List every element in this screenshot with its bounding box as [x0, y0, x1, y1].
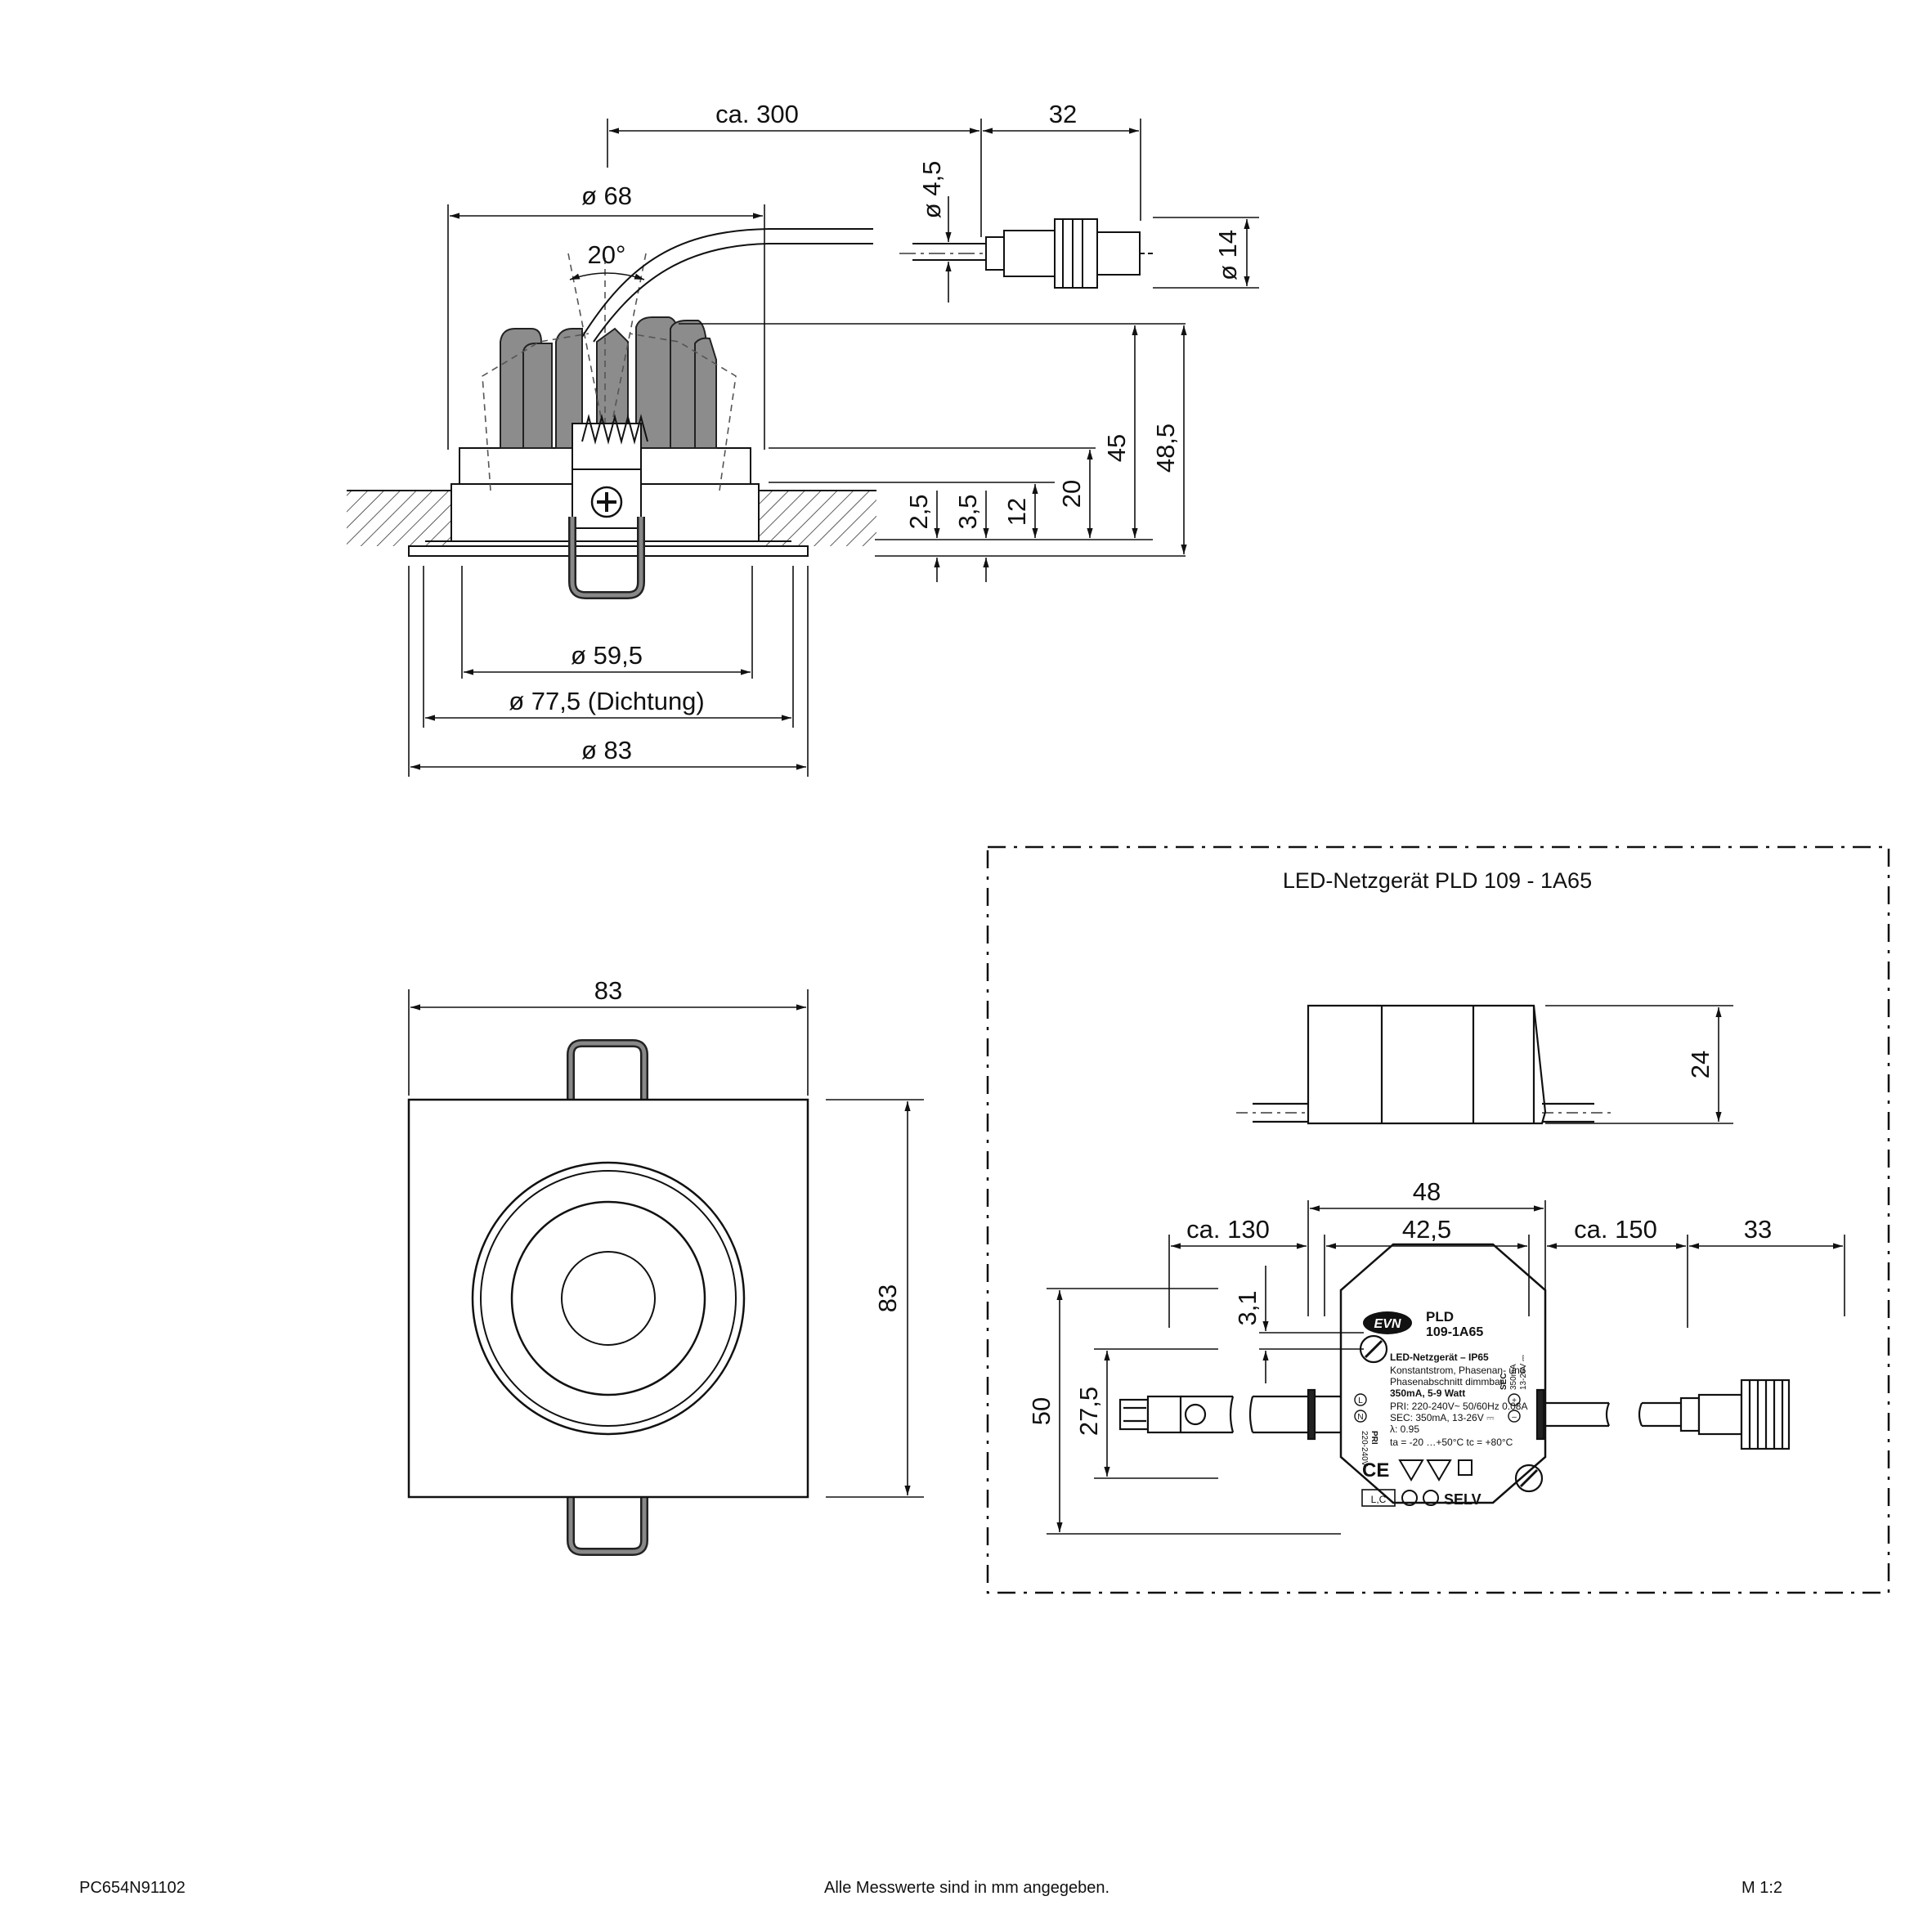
sec-value1: 350mA [1509, 1364, 1518, 1390]
cert-mark-2 [1426, 1459, 1452, 1481]
terminal-plus: + [1512, 1396, 1517, 1405]
driver-title: LED-Netzgerät PLD 109 - 1A65 [1283, 868, 1592, 893]
terminal-l: L [1358, 1396, 1363, 1405]
document-code: PC654N91102 [79, 1879, 186, 1897]
dim-height-45: 45 [1102, 434, 1131, 462]
brand-text: EVN [1374, 1317, 1401, 1331]
label-line6: λ: 0.95 [1390, 1423, 1419, 1435]
reflector [510, 1200, 706, 1396]
pri-label: PRI [1369, 1431, 1378, 1445]
driver-top-view [1047, 1200, 1845, 1535]
ring-outer [471, 1161, 746, 1436]
terminal-n: N [1357, 1413, 1363, 1422]
dim-height-3-5: 3,5 [953, 494, 982, 529]
clip-wire-bottom [567, 1496, 648, 1556]
dim-height-12: 12 [1002, 498, 1031, 526]
lens [561, 1251, 656, 1346]
label-line7: ta = -20 …+50°C tc = +80°C [1390, 1437, 1513, 1448]
spring-clip [572, 423, 642, 470]
cert-mark-1 [1398, 1459, 1424, 1481]
dim-driver-inner: 27,5 [1074, 1387, 1103, 1436]
lc-text: L,C [1371, 1494, 1387, 1505]
label-line4: PRI: 220-240V~ 50/60Hz 0.08A [1390, 1401, 1527, 1412]
ce-mark: CE [1362, 1459, 1389, 1481]
cert-mark-3 [1458, 1459, 1473, 1476]
side-view [347, 119, 1259, 777]
dim-cable-out: ca. 150 [1574, 1215, 1657, 1244]
spring-coil [581, 414, 648, 445]
dimension-lines [408, 119, 1259, 777]
cert-mark-5 [1423, 1490, 1439, 1506]
dim-driver-offset: 3,1 [1233, 1290, 1262, 1325]
driver-label: EVN PLD 109-1A65 LED-Netzgerät – IP65 Ko… [1354, 1309, 1528, 1508]
screw [590, 486, 623, 518]
driver-frame [986, 845, 1890, 1594]
cert-mark-4 [1401, 1490, 1418, 1506]
label-heading: LED-Netzgerät – IP65 [1390, 1352, 1489, 1363]
dim-plug-length: 32 [1049, 100, 1077, 128]
scale-note: M 1:2 [1741, 1879, 1783, 1897]
terminal-minus: – [1512, 1413, 1517, 1422]
lc-box [1361, 1489, 1396, 1507]
dim-gasket: ø 77,5 (Dichtung) [509, 687, 705, 715]
dim-plug-diameter: ø 14 [1213, 230, 1242, 280]
dim-plug: 33 [1744, 1215, 1772, 1244]
label-line1: Konstantstrom, Phasenan- und [1390, 1365, 1525, 1376]
dim-cable-in: ca. 130 [1186, 1215, 1270, 1244]
top-dimension-lines [408, 989, 924, 1498]
driver-side-view [1236, 1004, 1733, 1125]
label-line2: Phasenabschnitt dimmbar [1390, 1376, 1504, 1387]
dim-cable-length: ca. 300 [715, 100, 799, 128]
dim-driver-height: 24 [1686, 1051, 1715, 1078]
ring-inner [480, 1170, 737, 1427]
label-line5: SEC: 350mA, 13-26V ⎓ [1390, 1412, 1495, 1423]
cable [581, 228, 873, 338]
dim-flange: ø 83 [581, 736, 632, 764]
ceiling-hatch [759, 491, 876, 546]
dim-tilt-angle: 20° [588, 240, 626, 269]
dim-driver-depth: 50 [1027, 1397, 1056, 1425]
dim-top-height: 83 [873, 1284, 902, 1312]
clip-wire-top [567, 1039, 648, 1099]
cable [593, 243, 873, 343]
dim-height-20: 20 [1057, 480, 1086, 508]
selv-mark: SELV [1444, 1491, 1481, 1508]
dim-outer-diameter: ø 68 [581, 182, 632, 210]
dim-top-width: 83 [594, 976, 622, 1005]
sec-value2: 13-26V ⎓ [1519, 1355, 1528, 1390]
dim-cutout: ø 59,5 [571, 641, 643, 670]
measurement-note: Alle Messwerte sind in mm angegeben. [824, 1879, 1110, 1897]
sec-label: SEC [1499, 1373, 1508, 1390]
dim-driver-total-width: 48 [1413, 1177, 1441, 1206]
dim-cable-diameter: ø 4,5 [917, 161, 946, 219]
square-frame [407, 1098, 809, 1499]
model-line1: PLD [1426, 1309, 1454, 1325]
model-line2: 109-1A65 [1426, 1325, 1483, 1339]
cable-connector [899, 218, 1153, 289]
ceiling-hatch [347, 491, 451, 546]
dim-height-total: 48,5 [1151, 424, 1180, 473]
label-line3: 350mA, 5-9 Watt [1390, 1387, 1465, 1399]
pri-value: 220-240V~ [1360, 1431, 1369, 1471]
brand-logo [1363, 1311, 1412, 1334]
dim-height-2-5: 2,5 [904, 494, 933, 529]
dim-driver-body-width: 42,5 [1402, 1215, 1451, 1244]
top-view [407, 989, 924, 1556]
heatsink [500, 316, 717, 449]
flange [408, 545, 809, 557]
